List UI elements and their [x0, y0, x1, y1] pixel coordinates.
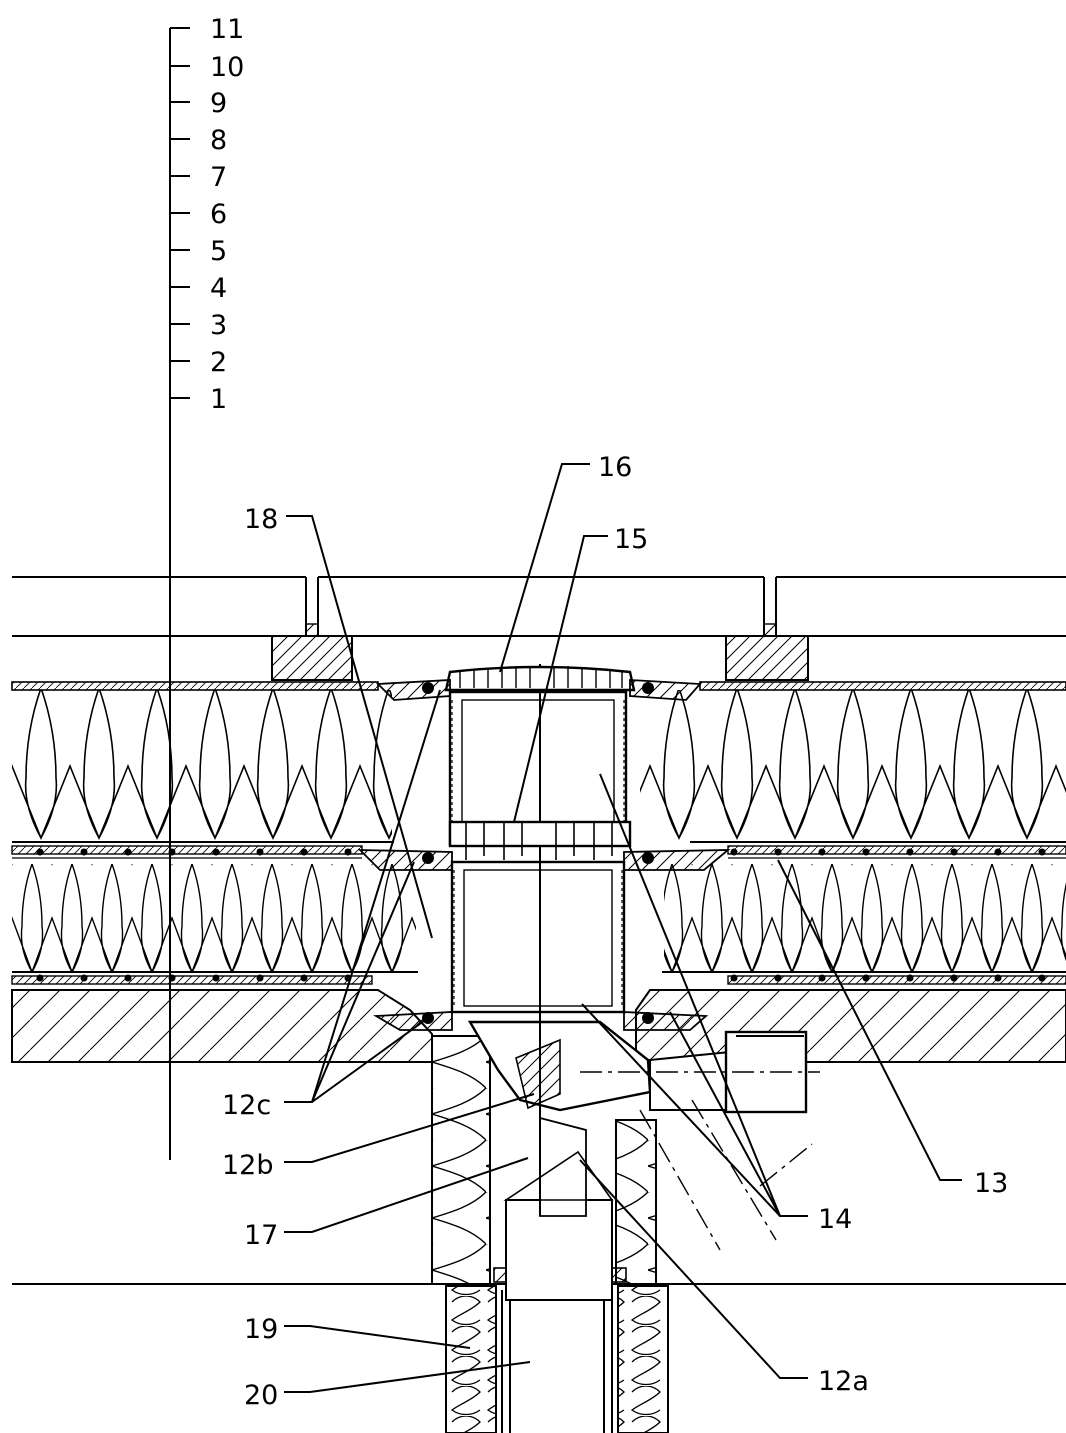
pipe-insulation: [431, 1035, 657, 1285]
lower-insulation: [12, 862, 1066, 973]
upper-insulation: [12, 690, 1066, 843]
callout-19: 19: [244, 1314, 278, 1345]
leader-lines: [284, 463, 962, 1393]
callout-15: 15: [614, 524, 648, 555]
scale-label-9: 9: [210, 88, 227, 119]
scale-label-3: 3: [210, 310, 227, 341]
layer-scale: 11 10 9 8 7 6 5 4 3 2 1: [169, 14, 244, 1160]
drain-body: [467, 1020, 820, 1251]
scale-label-10: 10: [210, 52, 244, 83]
pedestal-right: [725, 635, 809, 681]
flange-clamps: [357, 679, 731, 1031]
downpipe: [445, 1199, 669, 1433]
scale-label-8: 8: [210, 125, 227, 156]
scale-label-5: 5: [210, 236, 227, 267]
callout-12b: 12b: [222, 1150, 274, 1181]
grating: [444, 665, 636, 692]
middle-membrane: [11, 845, 1066, 859]
scale-ticks: [170, 27, 190, 399]
drain-stack: [448, 664, 628, 1216]
gravel-guard: [448, 820, 632, 860]
callout-12a: 12a: [818, 1366, 869, 1397]
scale-label-11: 11: [210, 14, 244, 45]
scale-label-6: 6: [210, 199, 227, 230]
pedestal-left: [271, 635, 353, 681]
callout-17: 17: [244, 1220, 278, 1251]
scale-label-2: 2: [210, 347, 227, 378]
callout-16: 16: [598, 452, 632, 483]
callout-18: 18: [244, 504, 278, 535]
scale-label-1: 1: [210, 384, 227, 415]
paving-layer: [12, 576, 1066, 681]
scale-label-4: 4: [210, 273, 227, 304]
bottom-membrane: [11, 974, 1066, 985]
callout-20: 20: [244, 1380, 278, 1411]
scale-label-7: 7: [210, 162, 227, 193]
callout-13: 13: [974, 1168, 1008, 1199]
concrete-slab: [11, 989, 1066, 1063]
callout-14: 14: [818, 1204, 852, 1235]
callout-12c: 12c: [222, 1090, 271, 1121]
